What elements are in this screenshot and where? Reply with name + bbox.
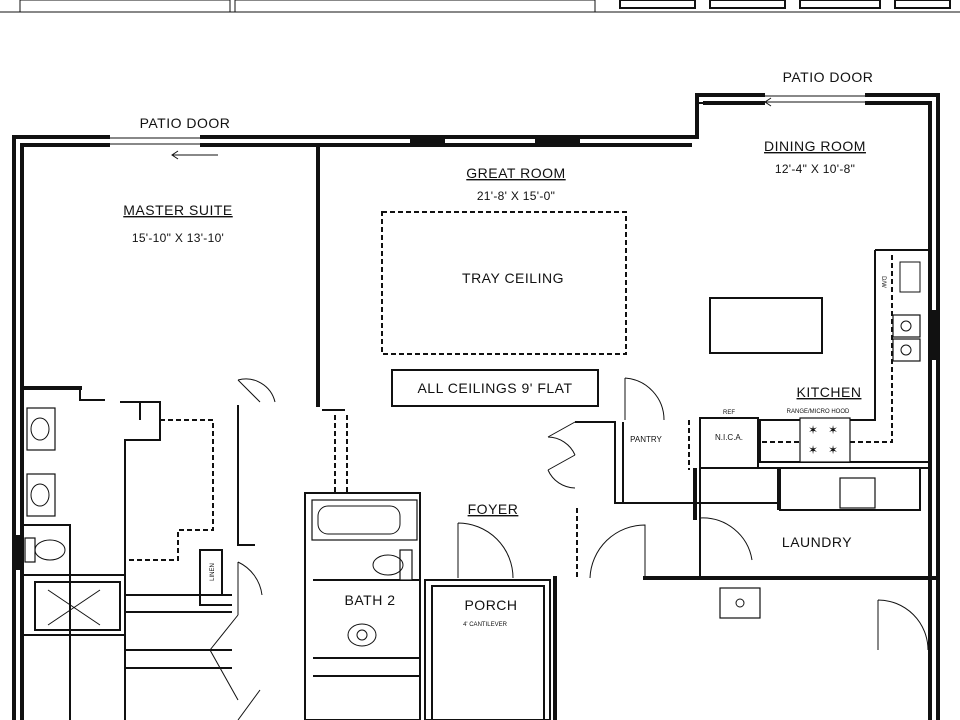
svg-text:✶: ✶ (828, 443, 838, 457)
tray-ceiling-outline (381, 211, 627, 355)
master-suite-label: MASTER SUITE (123, 202, 232, 218)
laundry-label: LAUNDRY (782, 534, 852, 550)
patio-door-arrow-right (764, 97, 805, 107)
great-room-dims: 21'-8' X 15'-0" (477, 189, 555, 203)
range-burners: ✶ ✶ ✶ ✶ (808, 423, 838, 457)
linen-closet (199, 549, 223, 596)
interior-walls (20, 143, 940, 720)
dining-room-label: DINING ROOM (764, 138, 866, 154)
kitchen-island (709, 297, 823, 354)
ceiling-note: ALL CEILINGS 9' FLAT (417, 380, 572, 396)
master-suite-dims: 15'-10" X 13'-10' (132, 231, 224, 245)
ref-label: REF (723, 410, 735, 416)
great-room-label: GREAT ROOM (466, 165, 565, 181)
patio-door-left-label: PATIO DOOR (140, 115, 231, 131)
master-bath-fixtures (24, 407, 121, 631)
dining-room-dims: 12'-4" X 10'-8" (775, 162, 855, 176)
doors (209, 377, 929, 720)
nica-label: N.I.C.A. (715, 433, 743, 442)
pantry-label: PANTRY (630, 435, 662, 444)
svg-text:✶: ✶ (808, 423, 818, 437)
closet-outline (125, 419, 214, 561)
svg-text:✶: ✶ (828, 423, 838, 437)
ceiling-note-box (391, 369, 599, 407)
laundry-cabinets (719, 467, 921, 619)
tray-ceiling-label: TRAY CEILING (462, 270, 564, 286)
porch-label: PORCH (464, 597, 517, 613)
dw-label: D/W (880, 276, 886, 288)
kitchen-label: KITCHEN (797, 384, 862, 400)
bath-2-label: BATH 2 (345, 592, 396, 608)
foyer-label: FOYER (468, 501, 519, 517)
svg-text:✶: ✶ (808, 443, 818, 457)
porch-note: 4' CANTILEVER (463, 622, 507, 628)
patio-door-arrow-left (171, 150, 218, 160)
linen-label: LINEN (210, 563, 216, 581)
kitchen-counter (759, 249, 930, 463)
bath-2-fixtures (311, 499, 418, 647)
range-micro-hood-label: RANGE/MICRO HOOD (787, 409, 850, 415)
patio-door-right-label: PATIO DOOR (783, 69, 874, 85)
top-elevation-strip (0, 0, 960, 13)
